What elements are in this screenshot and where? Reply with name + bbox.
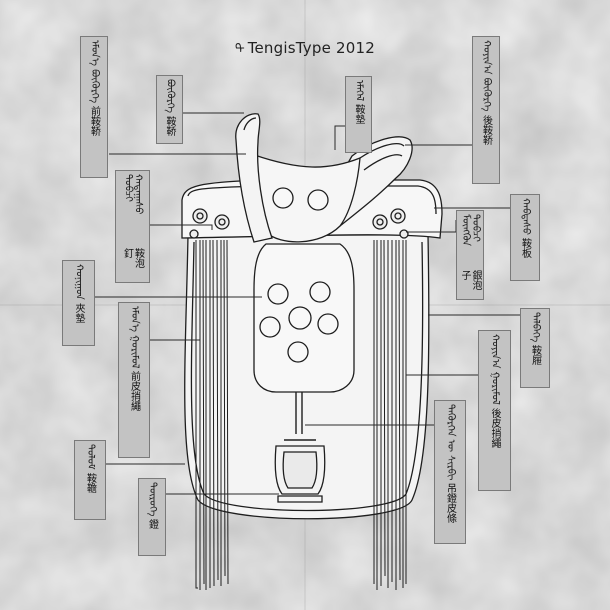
brand-name: TengisType	[247, 39, 331, 57]
label-jia-dian: ᠬᠣᠨᠢᠭᠤᠨ 夾墊	[62, 260, 95, 346]
saddle-pad	[253, 243, 355, 393]
label-chinese-text: 後鞍鞒	[480, 114, 492, 145]
label-chinese-text: 前皮捎繩	[128, 371, 140, 412]
label-mongolian-text: ᠡᠮᠦᠨ᠎ᠡ ᠪᠦᠭᠦᠷᠭᠡ	[89, 40, 100, 104]
label-mongolian-text: ᠡᠮᠡᠭᠡᠯ	[353, 80, 365, 102]
label-chinese-text: 鐙	[146, 519, 158, 530]
label-mongolian-text: ᠡᠮᠦᠨ᠎ᠡ ᠭᠣᠷᠢᠮᠣᠯ	[129, 306, 140, 369]
label-chinese-text: 鞍屜	[529, 345, 541, 366]
label-chinese-text: 鞍板	[519, 237, 531, 258]
label-an-ti: ᠳᠡᠯᠪᠡᠭᠡ 鞍屜	[520, 308, 550, 388]
label-mongolian-text: ᠬᠣᠶᠢᠨ᠎ᠠ ᠭᠣᠷᠢᠮᠣᠯ	[489, 334, 501, 405]
label-mongolian-text: ᠳᠦᠷᠦᠭᠡ	[147, 482, 158, 517]
left-silver-studs	[189, 208, 230, 239]
label-mongolian-text: ᠲᠣᠪᠴᠢ ᠬᠠᠳᠠᠭᠠᠰᠤ	[122, 174, 144, 215]
brand-year: 2012	[336, 39, 375, 57]
label-an-pao-ding: ᠲᠣᠪᠴᠢ ᠬᠠᠳᠠᠭᠠᠰᠤ 鞍泡釘	[115, 170, 150, 283]
label-an-qiao: ᠪᠦᠭᠦᠷᠭᠡ 鞍鞒	[156, 75, 183, 144]
label-chinese-text: 夾墊	[73, 302, 84, 323]
label-mongolian-text: ᠲᠣᠯᠣᠮ	[85, 444, 96, 470]
front-pommel	[235, 113, 273, 243]
label-chinese-text: 銀泡子	[459, 269, 481, 290]
label-mongolian-text: ᠳᠡᠯᠪᠡᠭᠡ	[530, 312, 541, 343]
label-mongolian-text: ᠬᠣᠨᠢᠭᠤᠨ	[73, 264, 85, 300]
tengis-logo-icon: ᠲ	[235, 42, 245, 57]
label-yin-pao-zi: ᠮᠥᠩᠭᠦᠨ ᠲᠣᠪᠴᠢ 銀泡子	[456, 210, 484, 300]
leader-an-pao-ding	[150, 224, 213, 230]
label-hou-an-qiao: ᠬᠣᠶᠢᠨ᠎ᠠ ᠪᠦᠭᠦᠷᠭᠡ 後鞍鞒	[472, 36, 500, 184]
label-chinese-text: 鞍韂	[84, 472, 96, 493]
label-chinese-text: 後皮捎繩	[489, 407, 500, 448]
leader-an-dian	[334, 125, 345, 150]
stirrup-assembly	[274, 392, 326, 503]
right-silver-studs	[372, 208, 409, 239]
label-chinese-text: 鞍鞒	[164, 115, 175, 136]
label-deng: ᠳᠦᠷᠦᠭᠡ 鐙	[138, 478, 166, 556]
label-mongolian-text: ᠪᠦᠭᠦᠷᠭᠡ	[164, 79, 176, 113]
label-chinese-text: 吊鐙皮條	[444, 483, 456, 524]
label-an-dian: ᠡᠮᠡᠭᠡᠯ 鞍墊	[345, 76, 372, 153]
label-mongolian-text: ᠳᠡᠭᠦᠷᠭᠡᠨ ᠦ ᠰᠢᠷᠪᠢ	[445, 404, 456, 481]
right-leather-thongs	[373, 239, 407, 590]
label-mongolian-text: ᠬᠣᠶᠢᠨ᠎ᠠ ᠪᠦᠭᠦᠷᠭᠡ	[481, 40, 492, 112]
label-mongolian-text: ᠬᠠᠪᠲᠠᠰᠤ	[520, 198, 531, 235]
label-diao-deng-pi-tiao: ᠳᠡᠭᠦᠷᠭᠡᠨ ᠦ ᠰᠢᠷᠪᠢ 吊鐙皮條	[434, 400, 466, 544]
label-qian-pi-shao-sheng: ᠡᠮᠦᠨ᠎ᠡ ᠭᠣᠷᠢᠮᠣᠯ 前皮捎繩	[118, 302, 150, 458]
label-chinese-text: 鞍泡釘	[121, 248, 144, 269]
label-an-chan: ᠲᠣᠯᠣᠮ 鞍韂	[74, 440, 106, 520]
label-mongolian-text: ᠮᠥᠩᠭᠦᠨ ᠲᠣᠪᠴᠢ	[460, 214, 481, 246]
label-chinese-text: 鞍墊	[353, 104, 364, 125]
label-an-ban: ᠬᠠᠪᠲᠠᠰᠤ 鞍板	[510, 194, 540, 281]
seat-studs	[272, 187, 329, 211]
label-chinese-text: 前鞍鞒	[88, 106, 100, 137]
label-qian-an-qiao: ᠡᠮᠦᠨ᠎ᠡ ᠪᠦᠭᠦᠷᠭᠡ 前鞍鞒	[80, 36, 108, 178]
label-hou-pi-shao-sheng: ᠬᠣᠶᠢᠨ᠎ᠠ ᠭᠣᠷᠢᠮᠣᠯ 後皮捎繩	[478, 330, 511, 491]
